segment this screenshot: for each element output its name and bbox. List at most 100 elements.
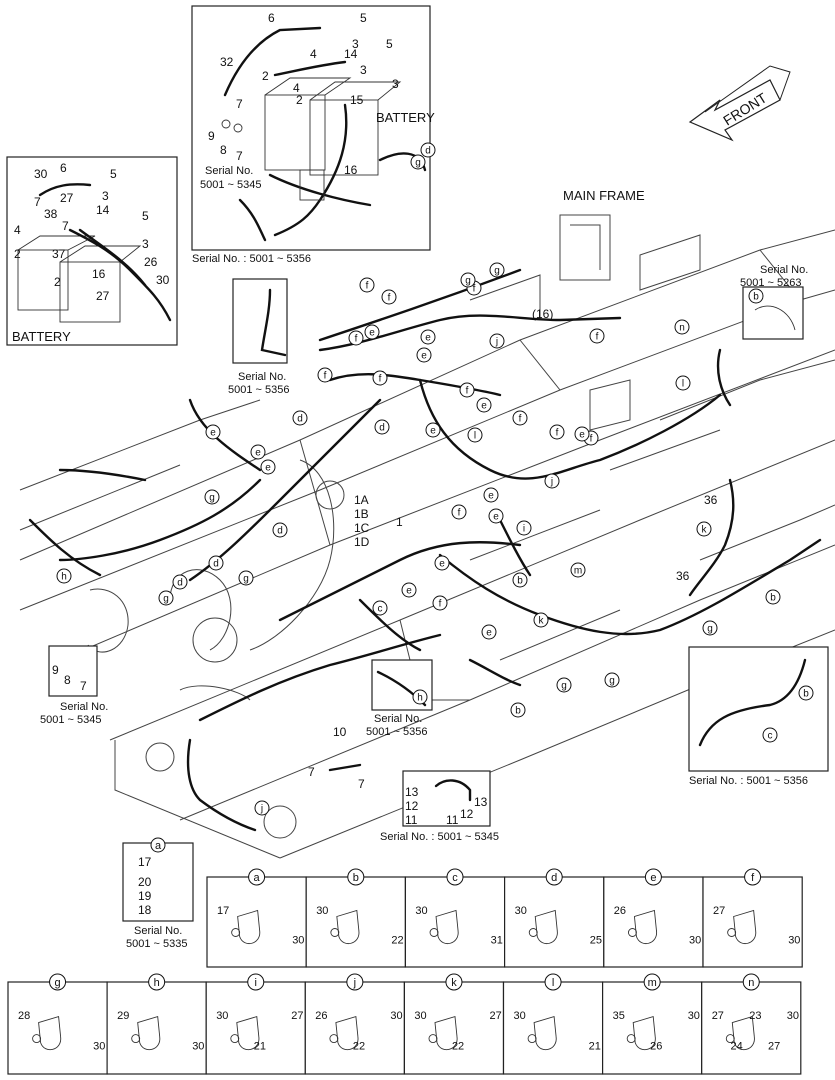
serial-range-top: 5001 ~ 5345 <box>200 179 261 191</box>
callout-8: 8 <box>220 143 227 157</box>
part-number: 27 <box>713 905 725 917</box>
callout-d: d <box>420 142 436 158</box>
svg-text:12: 12 <box>405 799 419 813</box>
svg-text:l: l <box>552 977 554 989</box>
callout-e: e <box>483 487 499 503</box>
svg-text:j: j <box>353 977 356 989</box>
svg-text:g: g <box>415 158 421 169</box>
inset-small-left <box>48 645 98 697</box>
callout-3c: 3 <box>392 77 399 91</box>
battery-label-top: BATTERY <box>376 110 435 125</box>
svg-text:1B: 1B <box>354 507 369 521</box>
part-number: 30 <box>316 905 328 917</box>
inset-right <box>688 646 829 772</box>
part-number: 22 <box>452 1040 464 1052</box>
svg-text:f: f <box>458 508 461 519</box>
callout-b: b <box>798 685 814 701</box>
svg-text:a: a <box>254 872 261 884</box>
part-number: 31 <box>491 935 503 947</box>
svg-text:5001 ~ 5263: 5001 ~ 5263 <box>740 277 801 289</box>
part-number: 30 <box>93 1040 105 1052</box>
callout-e: e <box>250 444 266 460</box>
svg-text:i: i <box>523 524 525 535</box>
svg-text:Serial No.: Serial No. <box>60 701 108 713</box>
svg-text:30: 30 <box>156 273 170 287</box>
callout-j: j <box>254 800 270 816</box>
part-number: 26 <box>650 1040 662 1052</box>
part-number: 30 <box>689 935 701 947</box>
serial-line-top: Serial No. : 5001 ~ 5356 <box>192 253 311 265</box>
svg-text:6: 6 <box>60 161 67 175</box>
svg-text:g: g <box>561 681 567 692</box>
svg-text:b: b <box>515 706 521 717</box>
main-frame-label: MAIN FRAME <box>563 188 645 203</box>
svg-text:26: 26 <box>144 255 158 269</box>
battery-inset-left <box>6 156 178 346</box>
callout-e: e <box>488 508 504 524</box>
svg-text:5001 ~ 5356: 5001 ~ 5356 <box>366 726 427 738</box>
part-number: 30 <box>788 935 800 947</box>
svg-text:7: 7 <box>62 219 69 233</box>
callout-g: g <box>460 272 476 288</box>
svg-text:d: d <box>277 526 283 537</box>
svg-text:g: g <box>54 977 60 989</box>
part-number: 30 <box>688 1010 700 1022</box>
callout-7: 7 <box>236 97 243 111</box>
callout-e: e <box>574 426 590 442</box>
callout-l: l <box>675 375 691 391</box>
svg-text:5001 ~ 5335: 5001 ~ 5335 <box>126 938 187 950</box>
svg-text:e: e <box>406 586 412 597</box>
callout-f: f <box>589 328 605 344</box>
callout-l: l <box>467 427 483 443</box>
svg-text:f: f <box>590 434 593 445</box>
part-number: 22 <box>391 935 403 947</box>
svg-text:37: 37 <box>52 247 66 261</box>
svg-text:h: h <box>61 572 67 583</box>
svg-text:Serial No.: Serial No. <box>374 713 422 725</box>
battery-top-drawing <box>221 26 427 242</box>
svg-text:e: e <box>265 463 271 474</box>
svg-text:30: 30 <box>34 167 48 181</box>
battery-inset-top <box>191 5 431 251</box>
callout-e: e <box>420 329 436 345</box>
svg-text:(16): (16) <box>532 307 553 321</box>
callout-f: f <box>317 367 333 383</box>
part-number: 30 <box>414 1010 426 1022</box>
svg-text:g: g <box>465 276 471 287</box>
svg-text:d: d <box>551 872 557 884</box>
part-number: 30 <box>515 905 527 917</box>
inset-a <box>122 842 194 922</box>
svg-text:9: 9 <box>52 663 59 677</box>
svg-text:b: b <box>770 593 776 604</box>
svg-text:Serial No.: Serial No. <box>134 925 182 937</box>
part-number: 21 <box>589 1040 601 1052</box>
svg-text:e: e <box>255 448 261 459</box>
callout-14: 14 <box>344 47 358 61</box>
part-number: 21 <box>254 1040 266 1052</box>
svg-text:Serial No. : 5001 ~ 5356: Serial No. : 5001 ~ 5356 <box>689 775 808 787</box>
svg-text:g: g <box>209 493 215 504</box>
part-number: 27 <box>291 1010 303 1022</box>
svg-text:d: d <box>379 423 385 434</box>
svg-text:11: 11 <box>405 813 418 827</box>
svg-text:e: e <box>486 628 492 639</box>
callout-d: d <box>374 419 390 435</box>
svg-text:i: i <box>255 977 257 989</box>
callout-e: e <box>364 324 380 340</box>
svg-text:5001 ~ 5345: 5001 ~ 5345 <box>40 714 101 726</box>
part-number: 23 <box>749 1010 761 1022</box>
part-number: 30 <box>192 1040 204 1052</box>
part-number: 30 <box>390 1010 402 1022</box>
svg-text:3: 3 <box>102 189 109 203</box>
inset-13-callouts: 13 12 11 11 12 13 <box>405 785 488 827</box>
svg-text:c: c <box>768 731 773 742</box>
callout-e: e <box>205 424 221 440</box>
callout-f: f <box>549 424 565 440</box>
callout-g: g <box>604 672 620 688</box>
callout-f: f <box>432 595 448 611</box>
svg-text:m: m <box>648 977 657 989</box>
